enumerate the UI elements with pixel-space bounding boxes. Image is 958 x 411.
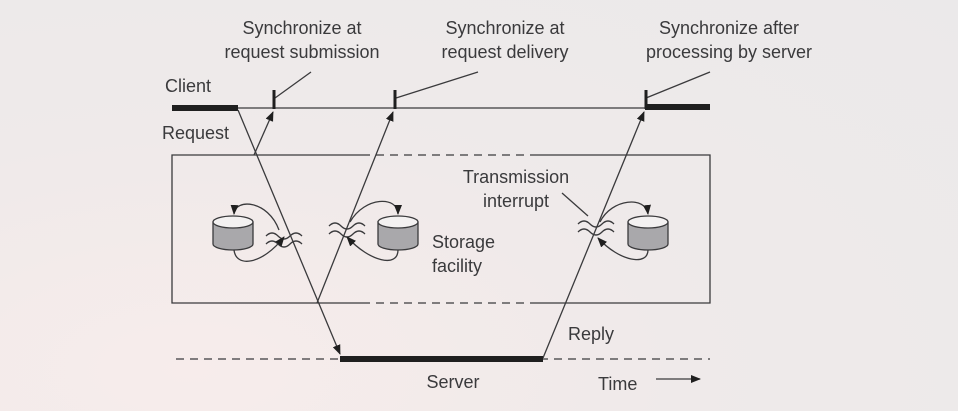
label-sync-processing-1: Synchronize after [659, 18, 799, 38]
label-reply: Reply [568, 324, 614, 344]
submission-ack-arrow [253, 111, 274, 156]
database-cylinder-icon [377, 215, 419, 251]
delivery-ack-arrow [316, 111, 394, 304]
retrieve-arrow-right [597, 237, 649, 261]
database-cylinder-icon [212, 215, 254, 251]
label-sync-delivery-2: request delivery [441, 42, 568, 62]
label-transmission-1: Transmission [463, 167, 569, 187]
wavy-break-icon [265, 232, 303, 248]
store-arrow-middle [349, 200, 402, 223]
label-sync-submission-2: request submission [224, 42, 379, 62]
callout-delivery [395, 71, 479, 99]
label-sync-submission-1: Synchronize at [242, 18, 361, 38]
retrieve-arrow-middle [346, 236, 399, 261]
request-arrow [237, 109, 341, 355]
store-arrow-right [599, 201, 651, 223]
label-request: Request [162, 123, 229, 143]
callout-processing [645, 71, 711, 99]
database-cylinder-icon [627, 215, 669, 251]
storage-facility-box [171, 154, 711, 304]
retrieve-arrow-left [233, 236, 285, 262]
label-client: Client [165, 76, 211, 96]
callout-transmission [561, 192, 589, 217]
wavy-break-icon [577, 220, 615, 236]
label-transmission-2: interrupt [483, 191, 549, 211]
label-storage-1: Storage [432, 232, 495, 252]
wavy-break-icon [328, 222, 366, 238]
label-sync-delivery-1: Synchronize at [445, 18, 564, 38]
label-time: Time [598, 374, 637, 394]
label-server: Server [426, 372, 479, 392]
label-storage-2: facility [432, 256, 482, 276]
label-sync-processing-2: processing by server [646, 42, 812, 62]
callout-submission [274, 71, 312, 99]
store-arrow-left [230, 203, 280, 231]
